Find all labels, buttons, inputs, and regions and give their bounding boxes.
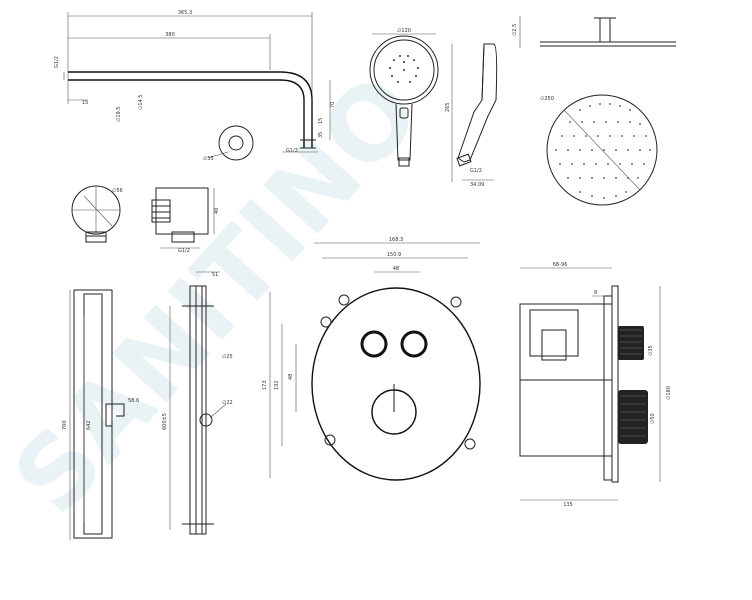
box-depth-range: 68-96 bbox=[553, 262, 568, 268]
hand-nozzles bbox=[389, 55, 419, 83]
valve-button-v: 132 bbox=[274, 380, 280, 390]
box-knob-big-dia: ∅50 bbox=[650, 413, 656, 424]
hand-shower-side: 265 G1/2 34.09 bbox=[445, 43, 498, 188]
shower-arm-drawing: 365.3 380 G1/2 15 ∅19.5 ∅14.5 70 15 35 G… bbox=[54, 10, 336, 162]
valve-width-mid: 150.9 bbox=[387, 252, 401, 258]
rail-total: 700 bbox=[62, 420, 68, 430]
box-total: 135 bbox=[563, 502, 573, 508]
outlet-depth: 40 bbox=[214, 208, 220, 214]
watermark-text: SANITINO bbox=[0, 53, 442, 536]
arm-flange-gap: 35 bbox=[318, 132, 324, 138]
rain-shower-side: ∅2.5 bbox=[512, 16, 676, 48]
arm-flange-dia: ∅55 bbox=[203, 156, 214, 162]
rain-shower-plan: ∅250 bbox=[540, 94, 658, 206]
arm-bottom-thread: G1/2 bbox=[286, 148, 298, 154]
box-knob-big bbox=[618, 390, 648, 444]
valve-button-h: 48 bbox=[288, 374, 294, 380]
box-knob-small bbox=[618, 326, 644, 360]
hand-thread: G1/2 bbox=[470, 168, 482, 174]
arm-wall-flange bbox=[218, 125, 254, 161]
watermark: SANITINO bbox=[0, 53, 442, 536]
rain-dia: ∅250 bbox=[540, 96, 554, 102]
slide-rail-drawing: 700 642 58.6 51 600±5 ∅25 ∅22 bbox=[62, 271, 233, 540]
valve-plate bbox=[311, 287, 481, 481]
arm-inner-dia: ∅14.5 bbox=[138, 95, 144, 111]
valve-height: 173 bbox=[262, 380, 268, 390]
rail-pipe2: ∅22 bbox=[222, 400, 233, 406]
hand-head-dia: ∅120 bbox=[397, 28, 411, 34]
rail-bar-len: 600±5 bbox=[162, 413, 168, 430]
box-cover-dia: ∅180 bbox=[666, 386, 672, 400]
rain-height: ∅2.5 bbox=[512, 24, 518, 36]
rail-holder: 58.6 bbox=[128, 398, 139, 404]
valve-width-outer: 168.3 bbox=[389, 237, 403, 243]
outlet-thread: G1/2 bbox=[178, 248, 190, 254]
arm-tube-dia: ∅19.5 bbox=[116, 107, 122, 123]
valve-button-gap: 48 bbox=[393, 266, 399, 272]
wall-outlet-drawing: ∅56 40 G1/2 bbox=[71, 185, 220, 254]
arm-end-offset: 15 bbox=[318, 118, 324, 124]
arm-tube bbox=[68, 71, 313, 148]
arm-left-gap: 15 bbox=[82, 100, 88, 106]
hand-shower-front: ∅120 bbox=[369, 28, 439, 167]
arm-wall-thread: G1/2 bbox=[54, 56, 60, 68]
rail-inner: 642 bbox=[86, 420, 92, 430]
arm-tube-inner bbox=[68, 79, 305, 148]
arm-total-length: 365.3 bbox=[178, 10, 192, 16]
hand-length: 265 bbox=[445, 102, 451, 112]
arm-drop: 70 bbox=[330, 102, 336, 108]
hand-base: 34.09 bbox=[470, 182, 484, 188]
box-knob-small-dia: ∅35 bbox=[648, 345, 654, 356]
valve-button-right bbox=[400, 330, 428, 358]
valve-front-drawing: 168.3 150.9 48 173 132 48 bbox=[262, 237, 481, 481]
box-cover: 8 bbox=[594, 290, 597, 296]
outlet-dia: ∅56 bbox=[112, 188, 123, 194]
rain-nozzles bbox=[555, 103, 651, 199]
valve-box-side: 68-96 8 ∅35 ∅50 ∅180 bbox=[519, 262, 672, 508]
valve-button-left bbox=[360, 330, 388, 358]
rail-mount-top: 51 bbox=[212, 272, 218, 278]
arm-reach: 380 bbox=[165, 32, 175, 38]
rail-pipe: ∅25 bbox=[222, 354, 233, 360]
